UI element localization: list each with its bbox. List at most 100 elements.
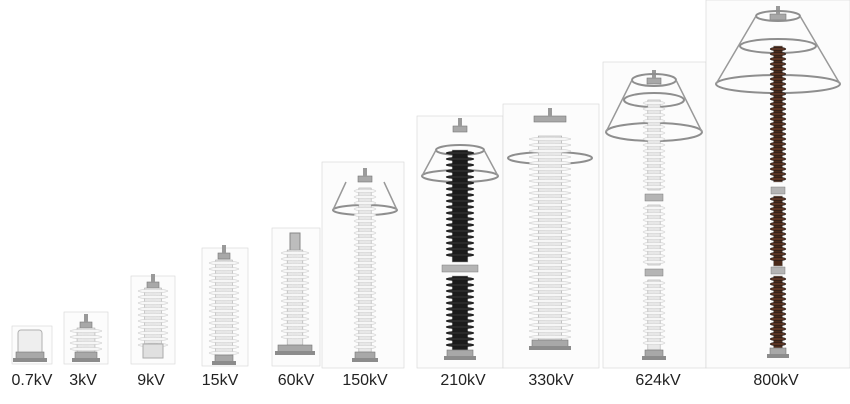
housing-shed xyxy=(528,250,572,256)
arrester-items xyxy=(13,6,841,365)
housing-shed xyxy=(769,321,787,327)
housing-shed xyxy=(137,294,169,300)
housing-shed xyxy=(280,334,310,340)
housing-shed xyxy=(445,288,475,294)
housing-shed xyxy=(642,124,666,130)
housing-shed xyxy=(208,260,240,266)
housing-shed xyxy=(353,326,377,332)
housing-shed xyxy=(445,198,475,204)
housing-shed xyxy=(528,244,572,250)
housing-shed xyxy=(769,66,787,72)
housing-shed xyxy=(769,166,787,172)
housing-shed xyxy=(769,211,787,217)
housing-shed xyxy=(642,178,666,184)
housing-shed xyxy=(642,340,666,346)
housing-shed xyxy=(353,308,377,314)
housing-shed xyxy=(445,216,475,222)
housing-shed xyxy=(769,241,787,247)
housing-shed xyxy=(353,284,377,290)
label-60kv: 60kV xyxy=(277,372,315,389)
arrester-3kv xyxy=(69,314,103,362)
housing-shed xyxy=(280,286,310,292)
housing-shed xyxy=(528,268,572,274)
housing-shed xyxy=(445,174,475,180)
housing-shed xyxy=(642,211,666,217)
housing-shed xyxy=(769,176,787,182)
housing-core xyxy=(537,135,563,341)
housing-shed xyxy=(208,266,240,272)
arrester-210kv xyxy=(421,118,499,360)
housing-shed xyxy=(280,268,310,274)
ring-strut xyxy=(332,181,398,211)
arrester-150kv xyxy=(332,168,398,362)
intermediate-flange xyxy=(770,266,786,275)
housing-shed xyxy=(280,262,310,268)
housing-shed xyxy=(208,308,240,314)
housing-shed xyxy=(353,296,377,302)
arrester-60kv xyxy=(275,232,315,355)
housing-shed xyxy=(208,344,240,350)
housing-shed xyxy=(769,96,787,102)
housing-shed xyxy=(353,212,377,218)
housing-shed xyxy=(280,298,310,304)
housing-shed xyxy=(208,332,240,338)
housing-shed xyxy=(353,218,377,224)
housing-shed xyxy=(528,304,572,310)
housing-shed xyxy=(445,300,475,306)
housing-shed xyxy=(642,148,666,154)
housing-shed xyxy=(769,161,787,167)
housing-shed xyxy=(528,136,572,142)
housing-shed xyxy=(445,192,475,198)
housing-shed xyxy=(769,201,787,207)
housing-shed xyxy=(769,106,787,112)
label-3kv: 3kV xyxy=(69,372,97,389)
housing-shed xyxy=(353,266,377,272)
housing-shed xyxy=(769,61,787,67)
housing-shed xyxy=(642,229,666,235)
housing-shed xyxy=(445,336,475,342)
housing-shed xyxy=(208,290,240,296)
base-insulator xyxy=(142,343,164,359)
housing-shed xyxy=(528,214,572,220)
housing-shed xyxy=(280,250,310,256)
top-stud xyxy=(458,118,462,127)
housing-shed xyxy=(769,46,787,52)
housing-shed xyxy=(137,330,169,336)
housing-shed xyxy=(445,186,475,192)
housing-shed xyxy=(642,112,666,118)
housing-shed xyxy=(769,136,787,142)
housing-shed xyxy=(445,150,475,156)
intermediate-flange xyxy=(644,268,664,277)
housing-shed xyxy=(280,280,310,286)
housing-shed xyxy=(208,338,240,344)
housing-shed xyxy=(769,336,787,342)
arrester-0-7kv xyxy=(13,329,47,362)
base-foot xyxy=(767,354,789,358)
top-stud xyxy=(84,314,88,323)
housing-shed xyxy=(769,91,787,97)
housing-shed xyxy=(769,316,787,322)
housing-shed xyxy=(445,324,475,330)
housing-shed xyxy=(445,330,475,336)
housing-shed xyxy=(642,334,666,340)
housing-shed xyxy=(769,81,787,87)
housing-shed xyxy=(642,316,666,322)
housing-shed xyxy=(769,76,787,82)
housing-shed xyxy=(642,223,666,229)
housing-shed xyxy=(445,234,475,240)
housing-shed xyxy=(445,180,475,186)
housing-shed xyxy=(642,286,666,292)
housing-shed xyxy=(642,130,666,136)
housing-shed xyxy=(642,241,666,247)
housing-shed xyxy=(353,344,377,350)
housing-shed xyxy=(353,314,377,320)
housing-shed xyxy=(445,342,475,348)
housing-shed xyxy=(769,246,787,252)
ring-strut xyxy=(715,15,841,85)
base-foot xyxy=(529,346,571,350)
ring-strut xyxy=(605,79,703,133)
housing-shed xyxy=(445,246,475,252)
housing-shed xyxy=(445,240,475,246)
housing-shed xyxy=(642,184,666,190)
